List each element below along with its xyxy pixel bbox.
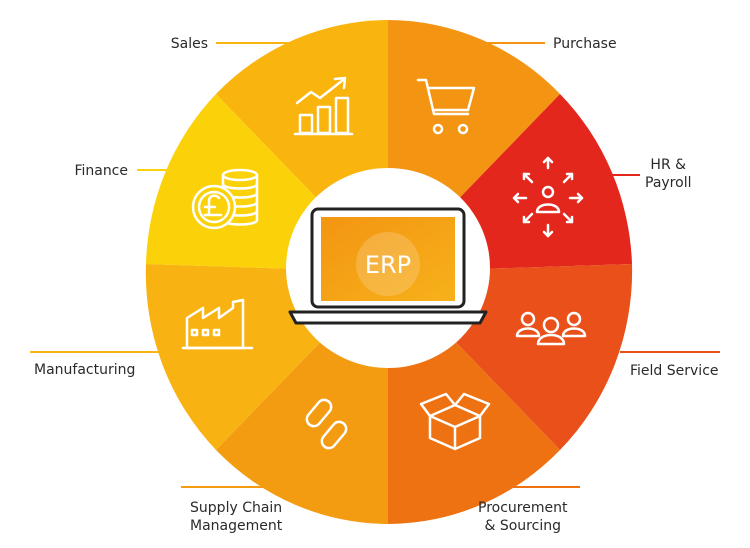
connector-lines: [30, 42, 720, 488]
label-purchase: Purchase: [553, 36, 617, 52]
coins-pound-icon: [191, 168, 259, 230]
growth-chart-icon: [293, 76, 354, 136]
label-procurement: Procurement& Sourcing: [478, 500, 568, 534]
hr-network-icon: [512, 156, 584, 238]
factory-icon: [181, 298, 254, 350]
label-manufacturing: Manufacturing: [34, 362, 136, 378]
erp-badge: [356, 232, 420, 296]
open-box-icon: [419, 392, 491, 451]
label-finance: Finance: [74, 163, 128, 179]
erp-label: ERP: [365, 251, 411, 279]
chain-link-icon: [305, 398, 348, 450]
shopping-cart-icon: [416, 78, 476, 135]
laptop-icon: ERP: [288, 207, 488, 325]
label-sales: Sales: [170, 36, 208, 52]
label-field-service: Field Service: [630, 363, 719, 379]
label-hr-payroll: HR &Payroll: [645, 157, 692, 191]
team-people-icon: [515, 311, 587, 346]
